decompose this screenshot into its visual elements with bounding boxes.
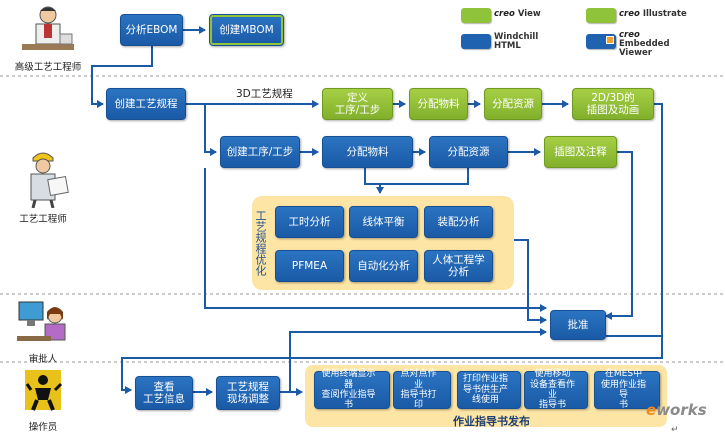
legend-swatch-embedded-viewer — [586, 34, 616, 49]
approver-icon — [17, 301, 66, 341]
role-senior-engineer: 高级工艺工程师 — [8, 4, 88, 73]
legend-windchill-html: Windchill HTML — [494, 32, 539, 51]
node-site-adjust[interactable]: 工艺规程 现场调整 — [216, 376, 280, 410]
node-pub-mobile[interactable]: 使用移动 设备查看作业 指导书 — [524, 369, 588, 410]
node-pub-terminal[interactable]: 使用终端显示器 查阅作业指导书 — [314, 369, 390, 410]
role-label: 审批人 — [28, 354, 58, 365]
paragraph-mark: ↵ — [671, 425, 679, 435]
node-automation-analysis[interactable]: 自动化分析 — [349, 250, 418, 282]
node-create-plan[interactable]: 创建工艺规程 — [106, 88, 186, 120]
legend-swatch-windchill-html — [461, 34, 491, 49]
node-alloc-mat-top[interactable]: 分配物料 — [409, 88, 468, 120]
legend-creo-illustrate: creo Illustrate — [619, 9, 687, 19]
node-view-info[interactable]: 查看 工艺信息 — [135, 376, 193, 410]
caption-3d-plan: 3D工艺规程 — [236, 88, 293, 100]
role-process-engineer: 工艺工程师 — [8, 148, 78, 225]
node-2d3d-animation[interactable]: 2D/3D的 插图及动画 — [572, 88, 654, 120]
node-illus-note[interactable]: 插图及注释 — [544, 136, 617, 168]
legend-swatch-creo-illustrate — [586, 8, 616, 23]
node-define-op[interactable]: 定义 工序/工步 — [322, 88, 393, 120]
role-label: 工艺工程师 — [19, 214, 67, 225]
node-pub-print-line[interactable]: 打印作业指 导书供生产 线使用 — [457, 371, 521, 409]
role-label: 高级工艺工程师 — [14, 62, 82, 73]
node-alloc-res-top[interactable]: 分配资源 — [484, 88, 542, 120]
node-create-op[interactable]: 创建工序/工步 — [220, 136, 300, 168]
watermark: eworks — [646, 401, 707, 419]
node-approve[interactable]: 批准 — [550, 310, 606, 340]
legend-embedded-viewer: creo Embedded Viewer — [619, 30, 670, 58]
role-operator: 操作员 — [8, 370, 78, 433]
node-pfmea[interactable]: PFMEA — [275, 250, 344, 282]
node-alloc-mat[interactable]: 分配物料 — [322, 136, 413, 168]
legend-creo-view: creo View — [494, 9, 541, 19]
process-engineer-icon — [30, 152, 69, 209]
node-assembly-analysis[interactable]: 装配分析 — [424, 206, 493, 238]
embedded-viewer-badge — [606, 36, 614, 44]
role-label: 操作员 — [28, 422, 58, 433]
optimization-panel-title: 工艺规程优化 — [254, 210, 267, 276]
node-analyze-ebom[interactable]: 分析EBOM — [120, 14, 183, 46]
senior-engineer-icon — [22, 6, 74, 50]
node-pub-mes[interactable]: 在MES中 使用作业指导 书 — [594, 369, 660, 410]
node-alloc-res[interactable]: 分配资源 — [429, 136, 508, 168]
operator-icon — [25, 370, 63, 411]
legend-swatch-creo-view — [461, 8, 491, 23]
node-pub-print[interactable]: 点对点作业 指导书打印 — [393, 369, 451, 410]
node-line-balance[interactable]: 线体平衡 — [349, 206, 418, 238]
node-create-mbom[interactable]: 创建MBOM — [209, 14, 284, 46]
node-ergonomics[interactable]: 人体工程学 分析 — [424, 250, 493, 282]
lane-dividers — [0, 75, 725, 363]
strip-title: 作业指导书发布 — [453, 415, 530, 428]
node-time-analysis[interactable]: 工时分析 — [275, 206, 344, 238]
role-approver: 审批人 — [8, 298, 78, 365]
